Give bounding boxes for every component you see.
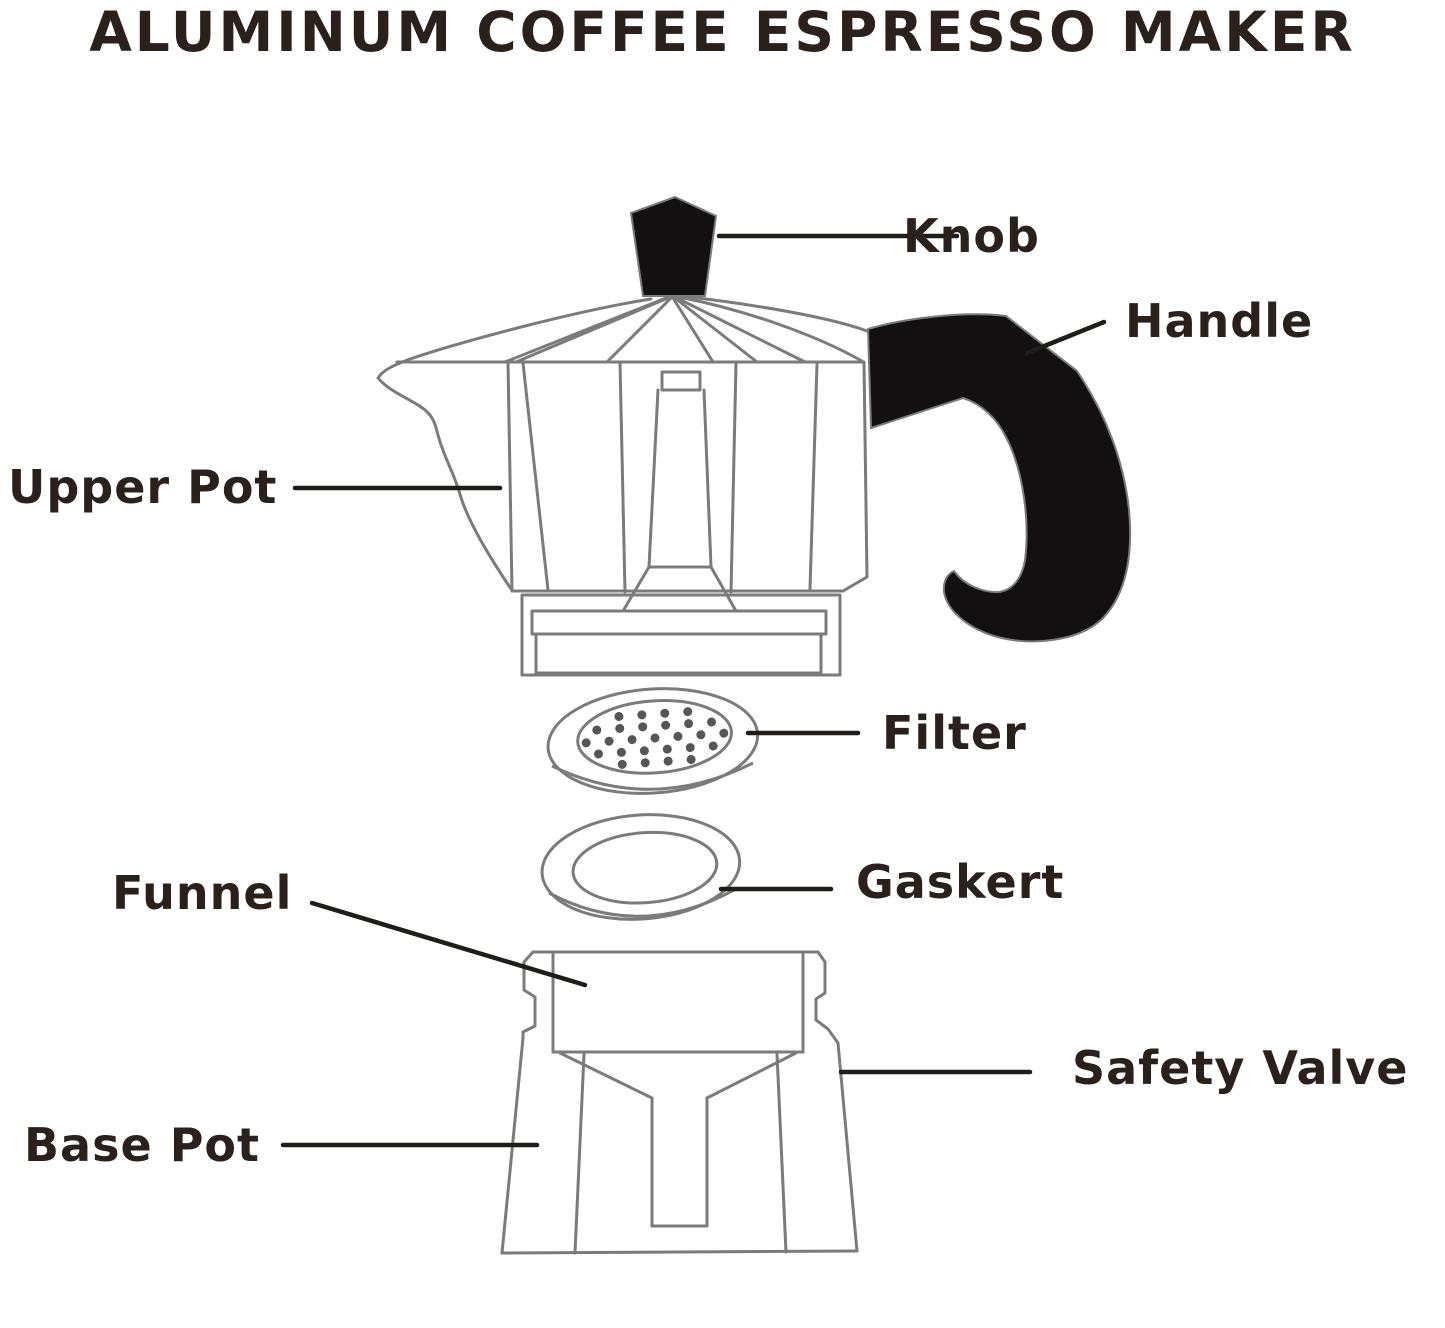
filter-hole-dot: [662, 744, 672, 754]
filter-hole-dot: [615, 723, 625, 733]
filter-hole-dot: [696, 730, 706, 740]
upper-pot-outline: [376, 294, 869, 677]
filter-hole-dot: [627, 735, 637, 745]
knob-shape: [629, 195, 718, 297]
filter-hole-dot: [686, 755, 696, 765]
gasket-thickness-edge: [548, 888, 735, 918]
filter-disc: [546, 687, 760, 795]
gasket-ring: [540, 813, 742, 921]
filter-hole-dot: [719, 728, 729, 738]
filter-hole-dot: [604, 736, 614, 746]
filter-hole-dot: [685, 743, 695, 753]
filter-hole-dot: [638, 722, 648, 732]
filter-hole-dot: [592, 725, 602, 735]
filter-hole-dot: [663, 756, 673, 766]
filter-hole-dot: [683, 707, 693, 717]
page-title: ALUMINUM COFFEE ESPRESSO MAKER: [89, 0, 1356, 64]
filter-hole-dot: [616, 747, 626, 757]
label-filter: Filter: [882, 706, 1027, 760]
filter-hole-dot: [614, 711, 624, 721]
filter-inner-ring: [576, 699, 733, 775]
filter-hole-dot: [640, 758, 650, 768]
filter-hole-dot: [617, 759, 627, 769]
filter-hole-dot: [707, 717, 717, 727]
label-knob: Knob: [903, 209, 1040, 263]
handle-shape: [866, 313, 1132, 643]
base-right-profile: [814, 950, 859, 1253]
gasket-inner-ring: [571, 830, 719, 905]
lid-overhang: [376, 297, 653, 380]
spout: [377, 377, 513, 591]
filter-hole-dot: [581, 738, 591, 748]
leader-lines: [280, 233, 1107, 1148]
filter-hole-dot: [593, 749, 603, 759]
lid-right-outline: [679, 294, 869, 333]
label-gasket: Gaskert: [856, 855, 1065, 909]
filter-hole-dot: [708, 741, 718, 751]
base-bottom-edge: [500, 1249, 859, 1255]
label-funnel: Funnel: [112, 866, 293, 920]
filter-hole-dot: [637, 710, 647, 720]
filter-holes: [581, 707, 729, 769]
base-pot-outline: [500, 950, 859, 1255]
leader-funnel: [309, 900, 588, 988]
leader-handle: [1024, 319, 1107, 356]
label-handle: Handle: [1125, 294, 1314, 348]
filter-hole-dot: [673, 731, 683, 741]
filter-hole-dot: [650, 733, 660, 743]
gasket-outer-ring: [540, 813, 742, 921]
filter-hole-dot: [684, 719, 694, 729]
filter-hole-dot: [660, 708, 670, 718]
filter-hole-dot: [639, 746, 649, 756]
funnel-shape: [551, 951, 805, 1228]
filter-hole-dot: [661, 720, 671, 730]
base-left-profile: [500, 950, 537, 1255]
filter-thickness-edge: [551, 761, 754, 791]
riser-column-top: [660, 370, 702, 392]
label-safety-valve: Safety Valve: [1072, 1041, 1409, 1095]
label-base-pot: Base Pot: [24, 1118, 261, 1172]
upper-pot-rim: [520, 593, 842, 677]
label-upper-pot: Upper Pot: [8, 460, 278, 514]
